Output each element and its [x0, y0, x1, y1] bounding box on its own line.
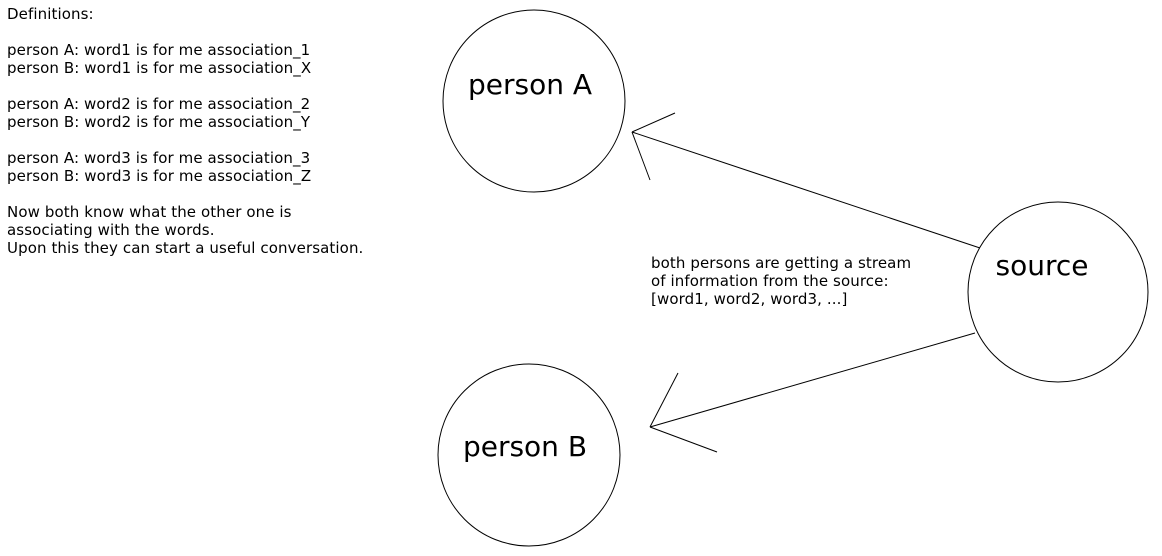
- arrow-source-to-person-a: [631, 112, 981, 249]
- node-person-b-circle: [437, 363, 621, 547]
- definition-line-person-a: person A: word2 is for me association_2: [7, 95, 311, 113]
- arrowhead-barb: [631, 112, 676, 133]
- node-source-circle: [967, 201, 1149, 383]
- arrowhead-barb: [631, 131, 651, 181]
- node-person-a-circle: [442, 9, 626, 193]
- definition-line-person-b: person B: word1 is for me association_X: [7, 59, 312, 77]
- annotation-line: both persons are getting a stream: [651, 254, 912, 272]
- definition-line-person-b: person B: word2 is for me association_Y: [7, 113, 311, 131]
- definition-line-person-a: person A: word1 is for me association_1: [7, 41, 311, 59]
- arrow-shaft: [649, 332, 976, 428]
- node-person-b-label: person B: [463, 430, 587, 463]
- arrow-shaft: [631, 131, 981, 249]
- conclusion-paragraph: Now both know what the other one is asso…: [7, 203, 363, 257]
- stream-annotation: both persons are getting a stream of inf…: [651, 254, 911, 308]
- annotation-line: [word1, word2, word3, ...]: [651, 290, 848, 308]
- definitions-title: Definitions:: [7, 5, 94, 23]
- annotation-line: of information from the source:: [651, 272, 889, 290]
- definitions-panel: Definitions: person A: word1 is for me a…: [7, 5, 363, 257]
- arrowhead-barb: [649, 372, 679, 428]
- definition-line-person-b: person B: word3 is for me association_Z: [7, 167, 312, 185]
- definition-pair-word3: person A: word3 is for me association_3 …: [7, 149, 363, 185]
- conclusion-line: Now both know what the other one is: [7, 203, 292, 221]
- node-source-label: source: [996, 249, 1089, 282]
- arrow-source-to-person-b: [649, 332, 976, 453]
- node-person-a-label: person A: [468, 68, 592, 101]
- conclusion-line: Upon this they can start a useful conver…: [7, 239, 364, 257]
- definition-pair-word1: person A: word1 is for me association_1 …: [7, 41, 363, 77]
- definition-line-person-a: person A: word3 is for me association_3: [7, 149, 311, 167]
- conclusion-line: associating with the words.: [7, 221, 215, 239]
- arrowhead-barb: [649, 426, 718, 453]
- definition-pair-word2: person A: word2 is for me association_2 …: [7, 95, 363, 131]
